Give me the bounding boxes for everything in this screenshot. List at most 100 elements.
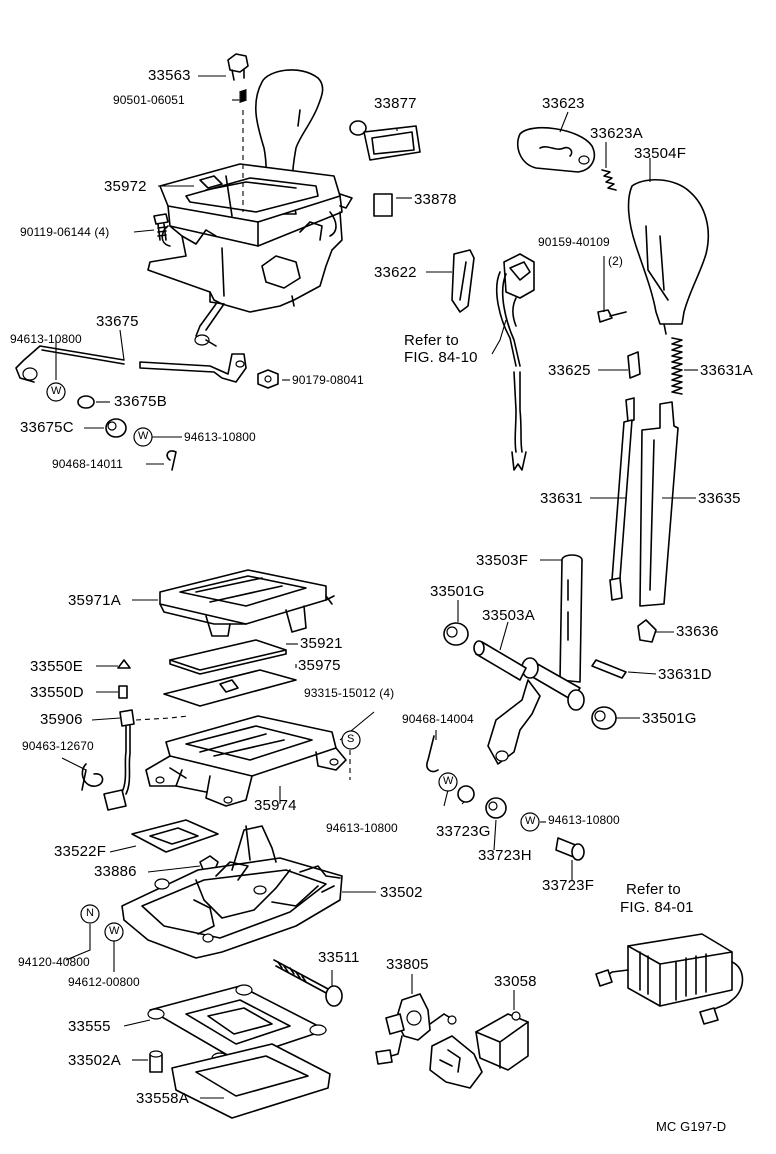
pin-33503A	[473, 640, 527, 681]
label-94613-10800-b: 94613-10800	[184, 430, 256, 444]
label-90501-06051: 90501-06051	[113, 93, 185, 107]
label-33501G-right: 33501G	[642, 710, 697, 727]
bulb-socket-35906	[103, 709, 189, 811]
label-33723G: 33723G	[436, 823, 491, 840]
spring-33631A	[671, 337, 683, 395]
label-35971A: 35971A	[68, 592, 121, 609]
pin-33550D	[118, 685, 128, 699]
indicator-housing-35971A	[159, 569, 335, 637]
label-33675C: 33675C	[20, 419, 74, 436]
washer-mark-w: W	[525, 815, 536, 827]
clip-33563	[227, 53, 249, 81]
washer-markers	[46, 382, 540, 942]
label-33503F: 33503F	[476, 552, 529, 569]
shift-lock-unit-33058	[429, 1011, 529, 1089]
screw-90159-40109	[597, 309, 627, 323]
label-33058: 33058	[494, 973, 537, 990]
label-33631: 33631	[540, 490, 583, 507]
pin-33631D	[591, 659, 627, 679]
label-33502A: 33502A	[68, 1052, 121, 1069]
label-33675B: 33675B	[114, 393, 167, 410]
label-90179-08041: 90179-08041	[292, 373, 364, 387]
label-94613-10800-a: 94613-10800	[10, 332, 82, 346]
bushing-33723H	[485, 797, 507, 819]
label-94120-40800: 94120-40800	[18, 955, 90, 969]
label-35974: 35974	[254, 797, 297, 814]
pin-33723F	[555, 837, 585, 861]
label-90463-12670: 90463-12670	[22, 739, 94, 753]
label-33622: 33622	[374, 264, 417, 281]
label-33805: 33805	[386, 956, 429, 973]
label-33504F: 33504F	[634, 145, 687, 162]
spring-33623A	[601, 169, 617, 191]
washer-mark-w: W	[51, 385, 62, 397]
label-33631A: 33631A	[700, 362, 753, 379]
bulb-socket-33877	[349, 120, 421, 161]
label-90119-06144: 90119-06144 (4)	[20, 225, 110, 239]
shift-knob-33504F	[627, 178, 710, 335]
label-refer-84-01-line2: FIG. 84-01	[620, 899, 694, 916]
clip-33636	[637, 619, 657, 643]
clip-90468-14004	[426, 735, 439, 773]
rod-33635	[639, 401, 679, 607]
label-33625: 33625	[548, 362, 591, 379]
label-33563: 33563	[148, 67, 191, 84]
clip-90468-14011	[166, 450, 177, 471]
leader-lines	[55, 75, 698, 1099]
footer-figure-code: MC G197-D	[656, 1119, 727, 1134]
label-33723F: 33723F	[542, 877, 595, 894]
washer-mark-w: W	[138, 430, 149, 442]
solenoid-33805	[375, 993, 457, 1065]
nut-90179-08041	[257, 369, 279, 389]
plate-35921	[169, 639, 287, 675]
washer-mark-w: W	[443, 775, 454, 787]
label-94613-10800-c: 94613-10800	[326, 821, 398, 835]
bushing-33675C	[105, 418, 127, 438]
label-33558A: 33558A	[136, 1090, 189, 1107]
label-35906: 35906	[40, 711, 83, 728]
label-93315-15012: 93315-15012 (4)	[304, 686, 395, 700]
lens-33878	[373, 193, 393, 217]
cover-33622	[451, 249, 475, 313]
label-33877: 33877	[374, 95, 417, 112]
boot-33558A	[171, 1043, 331, 1119]
label-33675: 33675	[96, 313, 139, 330]
label-33501G-left: 33501G	[430, 583, 485, 600]
bushing-33723G	[457, 785, 475, 803]
label-35975: 35975	[298, 657, 341, 674]
label-33623: 33623	[542, 95, 585, 112]
washer-mark-w: W	[109, 925, 120, 937]
clamp-90463-12670	[81, 763, 104, 791]
slide-plate-35975	[163, 669, 297, 707]
wire-harness-illustration	[496, 253, 535, 471]
label-90468-14011: 90468-14011	[52, 457, 123, 471]
label-90468-14004: 90468-14004	[402, 712, 474, 726]
base-plate-33502	[121, 825, 343, 959]
bushing-33675B	[77, 395, 95, 409]
label-90159-40109-qty: (2)	[608, 254, 623, 268]
label-33522F: 33522F	[54, 843, 107, 860]
label-33723H: 33723H	[478, 847, 532, 864]
label-94613-10800-d: 94613-10800	[548, 813, 620, 827]
rod-33675	[15, 345, 247, 383]
clip-33550E	[117, 659, 131, 669]
label-33636: 33636	[676, 623, 719, 640]
washer-mark-s: S	[347, 733, 355, 745]
shift-lever-33503F	[487, 554, 585, 765]
screw-90119-06144	[153, 213, 169, 241]
knob-cap-33623	[516, 127, 596, 173]
button-33625	[627, 351, 641, 379]
label-33550E: 33550E	[30, 658, 83, 675]
label-33502: 33502	[380, 884, 423, 901]
label-33503A: 33503A	[482, 607, 535, 624]
label-33550D: 33550D	[30, 684, 84, 701]
label-33511: 33511	[318, 949, 360, 966]
label-refer-84-10-line1: Refer to	[404, 332, 459, 349]
bushing-33501G-right	[591, 706, 617, 730]
collar-33502A	[149, 1050, 163, 1073]
label-33886: 33886	[94, 863, 137, 880]
label-33555: 33555	[68, 1018, 111, 1035]
shift-lever-housing-35972	[147, 163, 353, 347]
label-33878: 33878	[414, 191, 457, 208]
